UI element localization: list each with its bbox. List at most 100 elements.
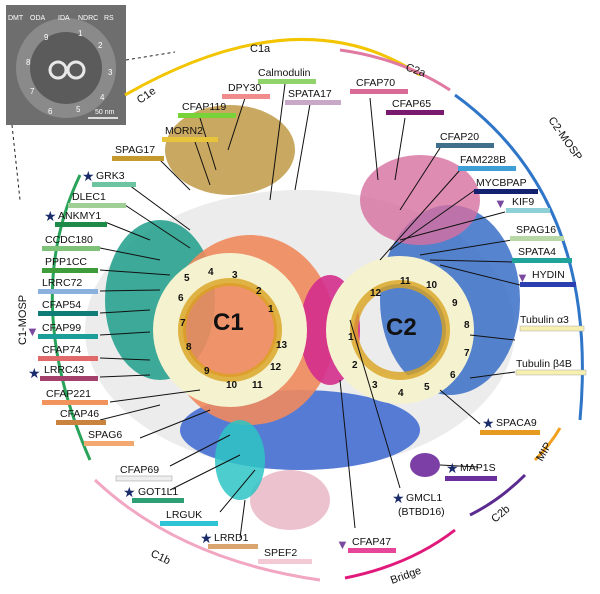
c1-pf-13: 13 xyxy=(276,340,288,351)
inset-doublet-6: 6 xyxy=(48,107,53,116)
inset-label-ida: IDA xyxy=(58,15,70,22)
label-spag17: SPAG17 xyxy=(112,144,164,161)
segment-c1mosp: C1-MOSP xyxy=(17,295,29,345)
label-spata17-bar xyxy=(285,100,341,105)
leader-cfap74 xyxy=(99,357,151,361)
label-map1s-bar xyxy=(445,476,497,481)
label-grk3: ★ GRK3 xyxy=(82,168,136,187)
c1b-teal-density xyxy=(215,420,265,500)
c1-microtubule xyxy=(153,253,307,407)
leader-cfap70 xyxy=(369,97,379,181)
leader-cfap221 xyxy=(109,389,201,403)
c1-pf-12: 12 xyxy=(270,362,282,373)
inset-label-dmt: DMT xyxy=(8,15,24,22)
segment-c1b: C1b xyxy=(149,548,172,567)
label-lrrc43-text: LRRC43 xyxy=(44,364,84,376)
label-grk3-bar xyxy=(92,182,136,187)
c2-pf-4: 4 xyxy=(398,388,404,399)
map1s-density xyxy=(410,453,440,477)
label-tub-a3-bar xyxy=(519,325,585,332)
label-ankmy1: ★ ANKMY1 xyxy=(44,208,107,227)
leader-spata17 xyxy=(294,103,311,191)
label-dpy30-text: DPY30 xyxy=(228,82,261,94)
kif9-triangle-icon: ▼ xyxy=(494,196,507,211)
label-cfap221-text: CFAP221 xyxy=(46,388,91,400)
label-spata4-bar xyxy=(512,258,572,263)
label-cfap65-bar xyxy=(386,110,444,115)
label-calmodulin-text: Calmodulin xyxy=(258,67,311,79)
label-ankmy1-bar xyxy=(55,222,107,227)
label-cfap70-text: CFAP70 xyxy=(356,77,395,89)
leader-cfap20 xyxy=(399,147,441,211)
map1s-star-icon: ★ xyxy=(446,460,459,476)
segment-arcs xyxy=(50,38,584,582)
label-map1s: ★ MAP1S xyxy=(445,460,497,481)
leader-tub-a3 xyxy=(469,334,516,341)
leader-spaca9 xyxy=(439,389,481,425)
gmcl1-star-icon: ★ xyxy=(392,490,405,506)
label-spata4: SPATA4 xyxy=(512,246,572,263)
label-cfap70: CFAP70 xyxy=(350,77,408,94)
label-tub-b4b-bar xyxy=(515,369,587,376)
c1b-density xyxy=(250,470,330,530)
c1-pf-2: 2 xyxy=(256,286,262,297)
label-btbd16-text: (BTBD16) xyxy=(398,506,445,518)
label-lrguk-bar xyxy=(160,521,218,526)
label-hydin: ▼ HYDIN xyxy=(516,269,576,287)
c1-pf-1: 1 xyxy=(268,304,274,315)
label-tub-a3: Tubulin α3 xyxy=(519,314,585,332)
inset-c1 xyxy=(48,60,68,80)
label-cfap99-bar xyxy=(38,334,98,339)
leader-spag16 xyxy=(419,239,513,256)
c2-pf-1: 1 xyxy=(348,332,354,343)
label-ccdc180: CCDC180 xyxy=(42,234,100,251)
c2-pf-11: 11 xyxy=(400,276,411,287)
label-kif9: ▼ KIF9 xyxy=(494,196,550,213)
label-spef2: SPEF2 xyxy=(258,547,312,564)
inset-label-oda: ODA xyxy=(30,15,46,22)
label-spef2-bar xyxy=(258,559,312,564)
label-spata17-text: SPATA17 xyxy=(288,88,332,100)
arc-mip xyxy=(533,427,562,462)
label-lrguk-text: LRGUK xyxy=(166,509,202,521)
label-fam228b: FAM228B xyxy=(458,154,516,171)
label-cfap54: CFAP54 xyxy=(38,299,98,316)
label-lrguk: LRGUK xyxy=(160,509,218,526)
c2-pf-9: 9 xyxy=(452,298,458,309)
c1-inner-ring xyxy=(178,278,282,382)
label-spef2-text: SPEF2 xyxy=(264,547,297,559)
label-mycbpap-bar xyxy=(474,189,538,194)
leader-spata4 xyxy=(429,259,513,263)
leader-dpy30 xyxy=(227,97,246,151)
label-cfap119-text: CFAP119 xyxy=(182,101,226,113)
label-got1l1-bar xyxy=(132,498,184,503)
label-spag17-text: SPAG17 xyxy=(115,144,155,156)
c2-pf-12: 12 xyxy=(370,288,382,299)
c2-pf-10: 10 xyxy=(426,280,438,291)
label-cfap47-bar xyxy=(348,548,396,553)
label-calmodulin: Calmodulin xyxy=(258,67,316,84)
label-ppp1cc-text: PPP1CC xyxy=(45,256,87,268)
label-cfap54-bar xyxy=(38,311,98,316)
label-lrrd1-bar xyxy=(208,544,258,549)
label-spaca9-bar xyxy=(480,430,540,435)
label-cfap20-text: CFAP20 xyxy=(440,131,479,143)
hydin-triangle-icon: ▼ xyxy=(516,270,529,285)
leader-ankmy1 xyxy=(104,221,151,241)
label-ccdc180-text: CCDC180 xyxy=(45,234,93,246)
c2-pf-8: 8 xyxy=(464,320,470,331)
label-fam228b-bar xyxy=(458,166,516,171)
label-cfap46-bar xyxy=(56,420,106,425)
arc-c1b xyxy=(93,478,321,582)
leader-kif9 xyxy=(399,211,506,241)
c2-ring xyxy=(326,256,474,404)
label-calmodulin-bar xyxy=(258,79,316,84)
leader-calmodulin xyxy=(269,83,286,201)
inset-scale-label: 50 nm xyxy=(95,109,115,116)
c1-pf-6: 6 xyxy=(178,293,184,304)
inset-doublet-9: 9 xyxy=(44,33,49,42)
label-map1s-text: MAP1S xyxy=(460,462,496,474)
label-spag6-text: SPAG6 xyxy=(88,429,122,441)
leader-tub-b4b xyxy=(469,371,516,379)
